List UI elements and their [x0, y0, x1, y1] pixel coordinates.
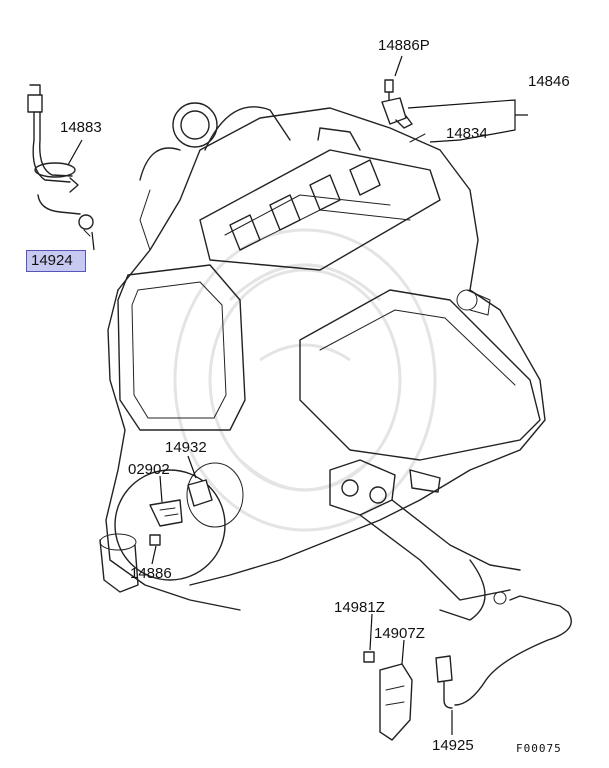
part-14907Z-bracket: [363, 651, 413, 741]
callout-14886: 14886: [130, 565, 172, 582]
valve-cover: [299, 289, 541, 461]
callout-14846: 14846: [528, 73, 570, 90]
callout-14932: 14932: [165, 439, 207, 456]
callout-14886P: 14886P: [378, 37, 430, 54]
callout-14925: 14925: [432, 737, 474, 754]
figure-code: F00075: [516, 742, 562, 755]
exhaust-pipe: [329, 459, 521, 621]
leader-lines: [67, 55, 528, 735]
intake-manifold: [199, 127, 491, 316]
callout-02902: 02902: [128, 461, 170, 478]
engine-block: [105, 102, 546, 611]
timing-cover: [117, 264, 246, 431]
part-14846-sensor: [381, 79, 426, 143]
callout-14883: 14883: [60, 119, 102, 136]
callout-14834: 14834: [446, 125, 488, 142]
watermark-logo: [173, 228, 437, 532]
part-14883-harness: [27, 84, 79, 193]
part-14932-assembly: [149, 479, 213, 546]
part-14925-harness: [435, 595, 572, 709]
callout-14907Z: 14907Z: [374, 625, 425, 642]
callout-14924-highlighted[interactable]: 14924: [26, 250, 86, 272]
crank-pulley: [99, 462, 244, 593]
part-14924-sensor: [37, 194, 94, 237]
callout-14981Z: 14981Z: [334, 599, 385, 616]
